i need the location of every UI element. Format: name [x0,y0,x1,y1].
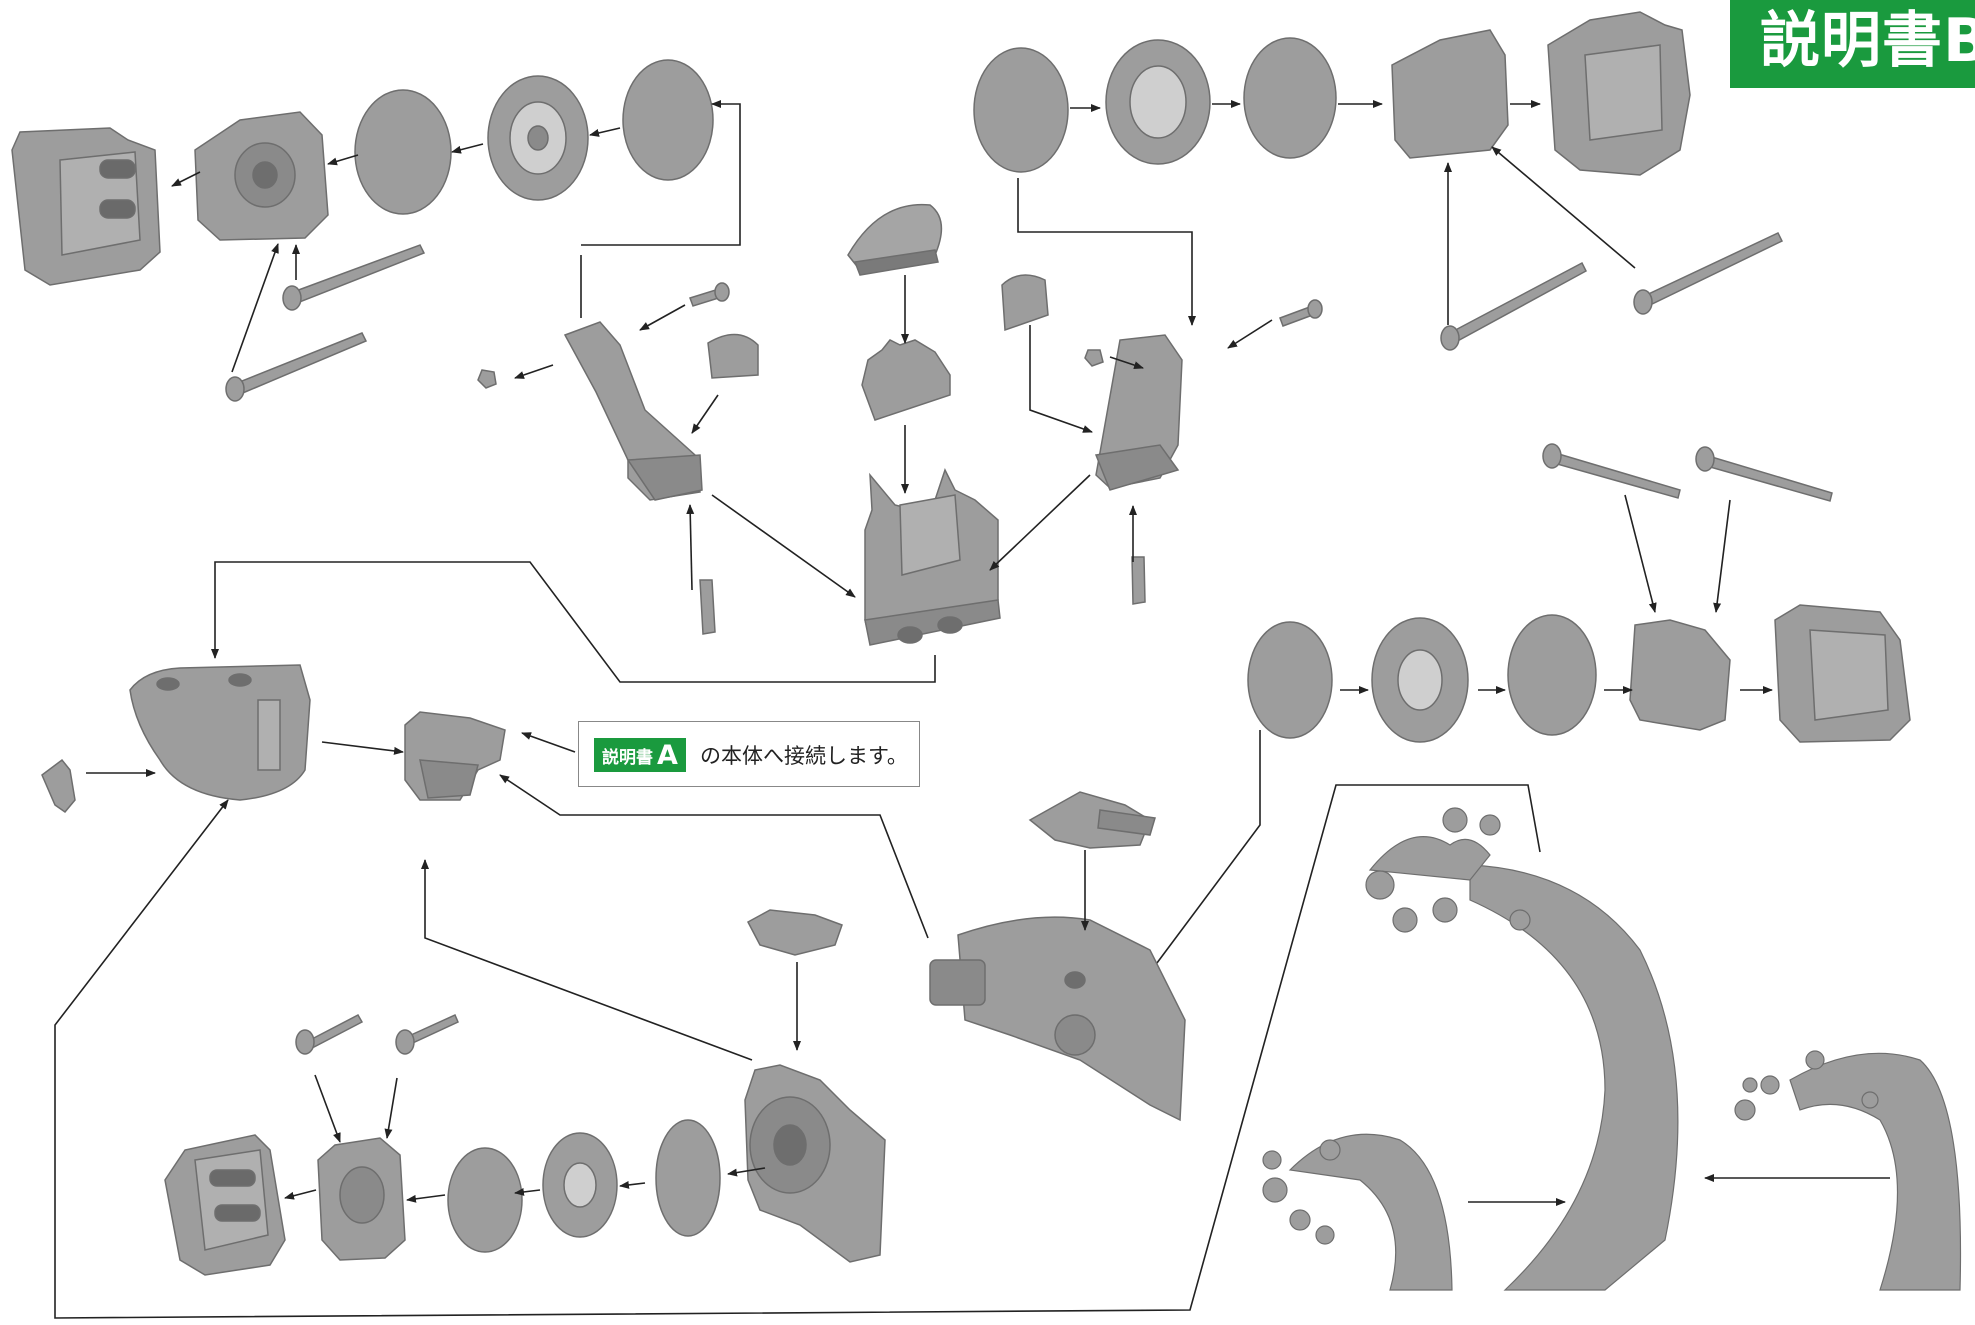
wave-right [1789,1052,1962,1291]
manual-a-badge-letter: A [657,739,678,771]
pin-part [308,1014,364,1048]
top-center-arrows [514,255,1273,598]
disc-part [354,89,452,215]
right-middle-assembly [1247,443,1911,743]
disc-part [655,1119,721,1237]
connect-note-text: の本体へ接続します。 [700,744,908,768]
wave-arrows [54,784,1890,1319]
long-arm-part [563,321,701,501]
disc-part [447,1147,523,1253]
manual-b-banner: 説明書B [1730,0,1975,88]
bracket-part [1391,29,1509,159]
cap-part [707,333,759,379]
head-arrows [86,561,936,1061]
top-right-assembly [973,11,1784,351]
pin-part [699,579,716,635]
wave-effect-assembly [1262,807,1962,1291]
chest-arrows [793,850,1089,1051]
disc-part [1243,37,1337,159]
pin-part [1131,556,1146,605]
pin-part [1549,451,1681,499]
wave-left [1288,1133,1453,1291]
disc-part [1247,621,1333,739]
claw-part [746,909,843,956]
manual-a-badge-text: 説明書 [602,747,653,768]
disc-part [973,47,1069,173]
bottom-left-arrows [284,1074,766,1203]
wave-large [1469,864,1679,1291]
cap-part [1001,274,1049,332]
top-left-assembly [11,59,714,402]
pin-part [230,332,368,396]
chest-assembly [744,791,1186,1263]
pin-part [1702,454,1833,502]
pin-part [1638,232,1784,308]
disc-part [622,59,714,181]
manual-b-label: 説明書B [1760,6,1975,76]
antenna-part [41,758,76,814]
pin-part [283,244,426,306]
pin-part [1444,261,1587,345]
head-assembly [41,664,506,814]
right-middle-arrows [1147,494,1773,976]
bottom-left-assembly [164,1014,721,1276]
bracket-part [1629,619,1731,731]
top-right-arrows [1017,100,1636,326]
disc-part [1507,614,1597,736]
top-center-assembly [477,203,1323,646]
toothed-part [861,339,951,421]
top-left-arrows [171,100,741,373]
